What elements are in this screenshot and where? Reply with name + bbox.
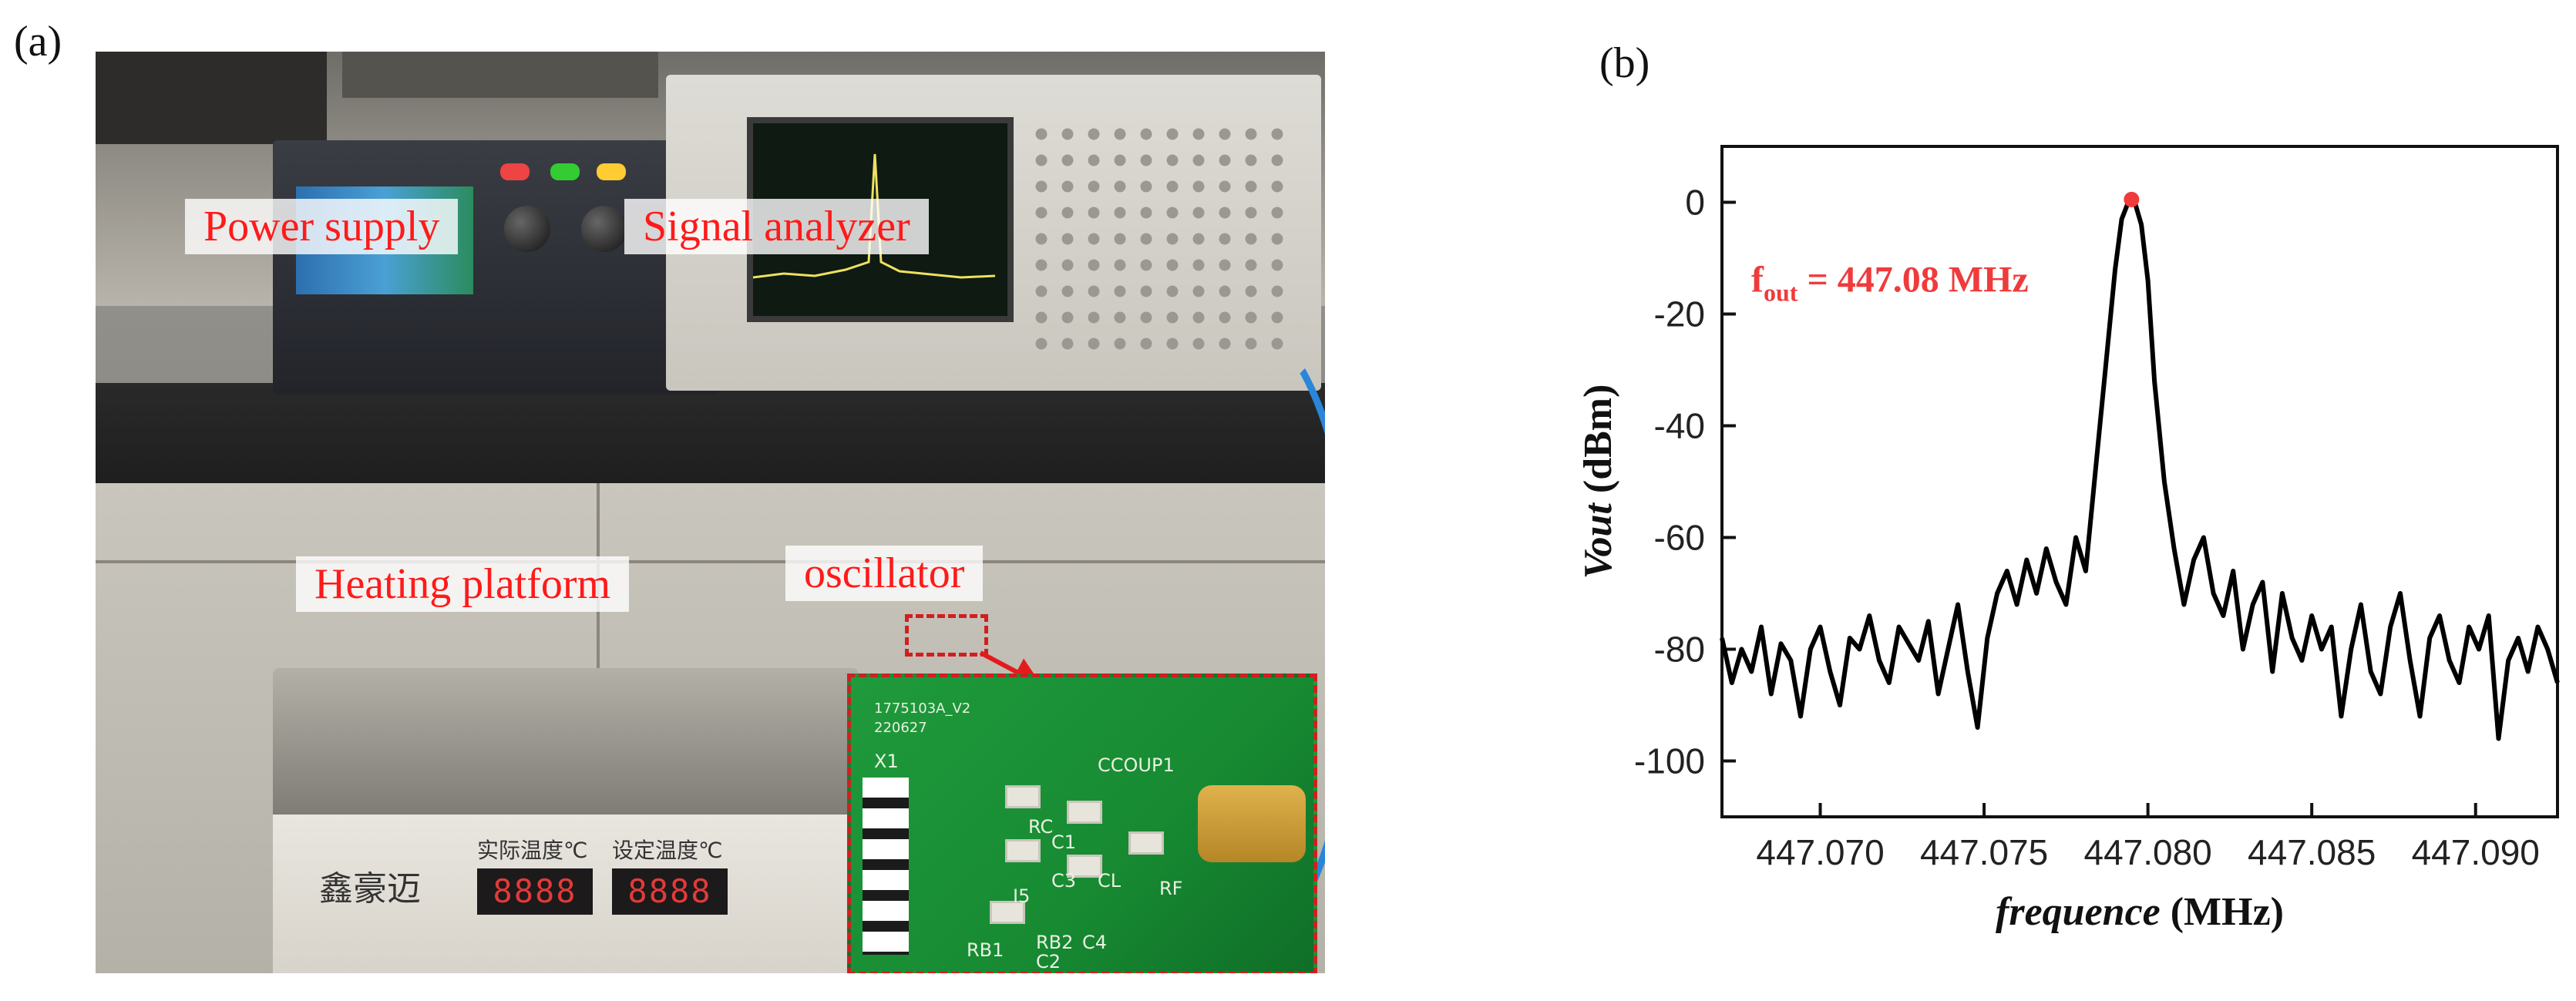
signal-analyzer-label: Signal analyzer [624,199,929,254]
smd-component-icon [1005,839,1041,862]
keypad-icon [1028,121,1290,352]
y-tick-label: -100 [1634,741,1705,781]
pcb-label: RF [1159,878,1183,899]
power-supply-device [273,140,720,395]
oscillator-highlight-box [905,614,988,657]
pcb-label: CCOUP1 [1098,754,1175,776]
y-tick-label: -80 [1654,630,1705,670]
y-axis-title: Vout (dBm) [1576,385,1620,579]
pcb-label: C2 [1036,951,1061,972]
oscillator-label: oscillator [785,546,984,601]
pin-header-icon [863,778,909,955]
button-icon [550,163,580,180]
oscillator-pcb-inset: CCOUP1 C1 RC C3 CL RB1 RB2 C2 C4 RF X1 I… [847,673,1317,973]
smd-component-icon [1067,855,1102,878]
spectrum-chart: 0 -20 -40 -60 -80 -100 447.070 447.075 447.080 44… [1542,92,2567,990]
x-tick-label: 447.080 [2083,832,2211,872]
x-tick-label: 447.075 [1920,832,2048,872]
actual-temp-display: 8888 [477,868,593,915]
sma-connector-icon [1198,785,1306,862]
heating-plate [273,668,859,822]
panel-b-label: (b) [1599,39,1650,87]
set-temp-display: 8888 [612,868,728,915]
heating-platform-label: Heating platform [296,556,630,612]
pcb-label: C1 [1051,831,1077,853]
panel-a-label: (a) [14,18,62,66]
x-tick-label: 447.090 [2412,832,2540,872]
pcb-label: 1775103A_V2 [874,700,971,717]
y-tick-label: -40 [1654,406,1705,446]
pcb-label: I5 [1013,885,1031,907]
y-tick-label: -20 [1654,294,1705,334]
pcb-label: CL [1098,870,1122,892]
x-axis-title: frequence (MHz) [1996,890,2284,934]
button-icon [500,163,530,180]
y-tick-label: 0 [1685,183,1705,223]
pcb-label: X1 [874,751,899,772]
smd-component-icon [1005,785,1041,808]
plot-frame [1720,145,2559,818]
pcb-label: RB1 [967,939,1004,961]
actual-temp-label: 实际温度℃ [477,838,588,863]
pcb-label: RB2 [1036,932,1074,953]
knob-icon [504,206,550,252]
knob-icon [581,206,627,252]
set-temp-label: 设定温度℃ [612,838,723,863]
power-supply-label: Power supply [185,199,459,254]
setup-photo: 鑫豪迈 实际温度℃ 设定温度℃ 8888 8888 CCOUP1 C1 RC C… [96,52,1325,973]
pcb-label: 220627 [874,720,927,736]
spectrum-chart-svg: 0 -20 -40 -60 -80 -100 447.070 447.075 447.080 44… [1576,145,2560,934]
wall-shelf [342,52,658,98]
pcb-label: C3 [1051,870,1077,892]
fout-annotation: fout = 447.08 MHz [1751,260,2029,307]
smd-component-icon [1128,831,1164,855]
y-tick-label: -60 [1654,518,1705,558]
pcb-label: RC [1028,816,1054,838]
smd-component-icon [990,901,1025,924]
peak-marker [2124,191,2140,207]
x-tick-label: 447.085 [2248,832,2376,872]
wall-shelf [96,52,327,144]
brand-text: 鑫豪迈 [319,869,421,909]
heating-platform-base: 鑫豪迈 实际温度℃ 设定温度℃ 8888 8888 [273,815,859,973]
button-icon [597,163,626,180]
cabinet-seam [96,560,1325,563]
spectrum-trace-icon [752,153,996,279]
pcb-label: C4 [1082,932,1108,953]
lab-bench [96,383,1325,491]
smd-component-icon [1067,801,1102,824]
x-tick-label: 447.070 [1756,832,1884,872]
